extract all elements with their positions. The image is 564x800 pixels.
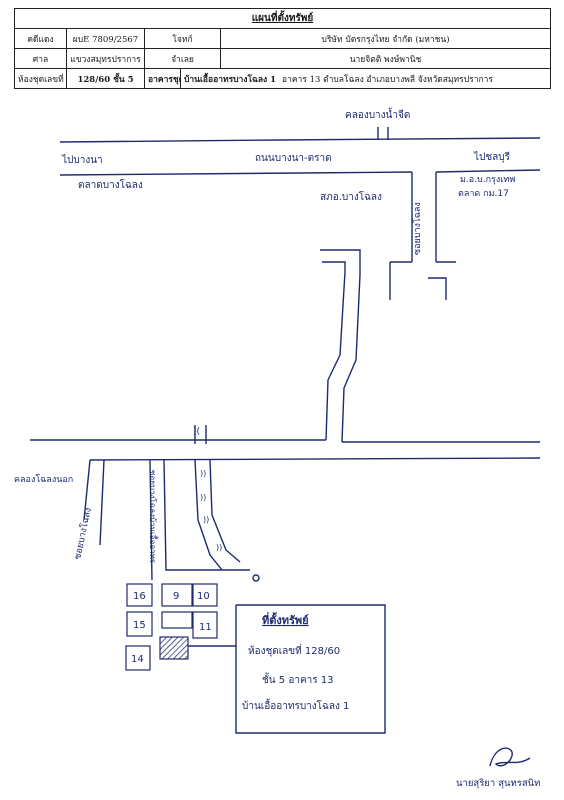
building-address: บ้านเอื้ออาทรบางโฉลง 1 อาคาร 13 ตำบลโฉลง… [179, 68, 552, 89]
side-soi-label: ซอยบางโฉลง [412, 202, 423, 255]
bridge-mark: )) [203, 515, 209, 524]
signature-mark [489, 747, 531, 767]
road-main-label: ถนนบางนา-ตราด [255, 153, 332, 164]
building-14-label: 14 [131, 654, 144, 665]
left-soi-label: ซอยบางโฉลง [72, 507, 94, 561]
second-road-top-edge [30, 439, 540, 443]
canal-left-label: คลองโฉลงนอก [14, 474, 73, 485]
canal-top-label: คลองบางน้ำจืด [345, 107, 410, 121]
police-label: สภอ.บางโฉลง [320, 190, 382, 203]
main-road-top-edge [59, 137, 541, 143]
property-info-table: แผนที่ตั้งทรัพย์ คดีแดง ผบE 7809/2567 โจ… [13, 8, 552, 89]
building-10-label: 10 [197, 591, 210, 602]
side-soi-edges [411, 172, 437, 262]
middle-soi-label: ซอยบางโฉลงบ้านเอื้ออาทร [148, 470, 159, 564]
building-label: อาคารชุด [144, 68, 181, 89]
building-9 [161, 583, 193, 607]
building-16-label: 16 [133, 591, 146, 602]
university-label: ม.อ.บ.กรุงเทพ [460, 175, 515, 185]
building-16 [126, 583, 153, 607]
marker-circle [252, 574, 260, 582]
building-10 [192, 583, 218, 607]
bridge-mark: )) [200, 493, 206, 502]
callout-unit: ห้องชุดเลขที่ 128/60 [248, 643, 340, 657]
building-11-label: 11 [199, 622, 212, 633]
canal-top-bridge [377, 127, 389, 140]
market-label: ตลาดบางโฉลง [78, 178, 143, 191]
inner-road [194, 459, 241, 571]
building-center [161, 611, 193, 629]
bridge-mark: )) [216, 543, 222, 552]
second-road-bottom-edge [89, 457, 541, 461]
callout-building: บ้านเอื้ออาทรบางโฉลง 1 [242, 698, 349, 712]
connecting-road [325, 271, 361, 443]
signer-name: นายสุริยา สุนทรสนิท [456, 778, 541, 789]
bridge-mark: )( [193, 427, 200, 437]
second-road-bridge [194, 425, 207, 444]
road-right-label: ไปชลบุรี [473, 151, 511, 163]
building-11 [192, 611, 218, 639]
callout-title: ที่ตั้งทรัพย์ [262, 612, 309, 627]
middle-soi-edges [149, 459, 250, 581]
bridge-mark: )) [200, 469, 206, 478]
callout-box [235, 604, 386, 734]
cross-lanes [320, 249, 456, 300]
building-14 [125, 645, 151, 671]
address-detail: อาคาร 13 ตำบลโฉลง อำเภอบางพลี จังหวัดสมุ… [281, 74, 493, 85]
target-building-13 [159, 636, 189, 660]
left-soi-edges [83, 459, 105, 546]
km-label: ตลาด กม.17 [458, 189, 509, 199]
main-road-bottom-edge [59, 169, 541, 176]
road-left-label: ไปบางนา [61, 154, 103, 166]
building-15 [126, 611, 153, 637]
building-9-label: 9 [173, 591, 179, 602]
building-name: บ้านเอื้ออาทรบางโฉลง 1 [184, 74, 277, 85]
callout-floor: ชั้น 5 อาคาร 13 [262, 672, 334, 686]
building-15-label: 15 [133, 620, 146, 631]
